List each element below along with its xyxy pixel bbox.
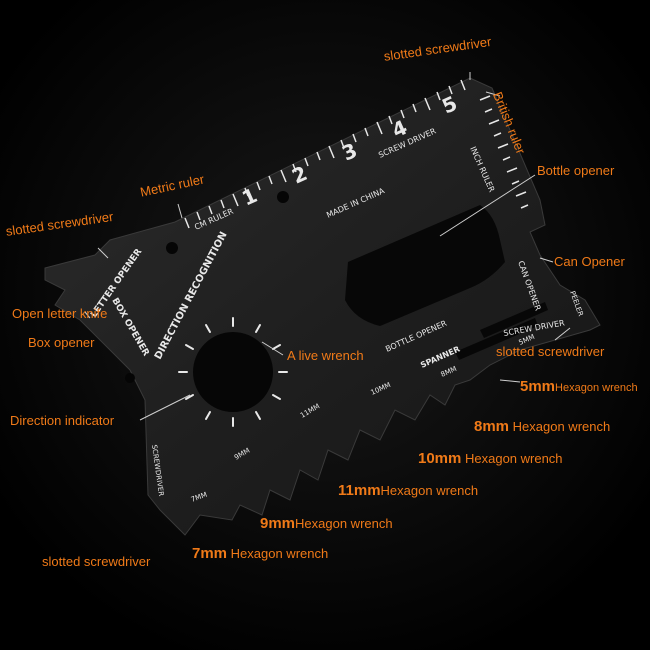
card-body (44, 77, 601, 536)
hex-10mm-label: Hexagon wrench (464, 451, 563, 466)
callout-hexagon-wrench-10mm: 10mm Hexagon wrench (418, 451, 563, 466)
inch-ruler-ticks (479, 95, 529, 209)
hole-left (166, 242, 178, 254)
hex-8mm-size: 8mm (474, 418, 510, 435)
spanner-slot-2 (455, 318, 538, 360)
hex-7mm-label: Hexagon wrench (230, 546, 329, 561)
callout-hexagon-wrench-7mm: 7mm Hexagon wrench (192, 546, 328, 561)
compass-ticks (178, 317, 288, 427)
hex-5mm-label: Hexagon wrench (555, 382, 638, 394)
callout-hexagon-wrench-5mm: 5mmHexagon wrench (520, 379, 638, 394)
hex-10mm-size: 10mm (418, 450, 462, 467)
leader-lines (84, 72, 571, 421)
hole-middle (277, 191, 289, 203)
hex-7mm-size: 7mm (192, 545, 228, 562)
hex-9mm-size: 9mm (260, 515, 296, 532)
callout-box-opener: Box opener (28, 335, 95, 350)
callout-alive-wrench: A live wrench (287, 348, 364, 363)
hex-8mm-label: Hexagon wrench (512, 419, 611, 434)
metric-ruler-ticks (184, 79, 466, 229)
spanner-slot-1 (480, 302, 548, 338)
callout-hexagon-wrench-11mm: 11mmHexagon wrench (338, 483, 478, 498)
callout-can-opener: Can Opener (554, 254, 625, 269)
callout-open-letter-knife: Open letter knife (12, 306, 108, 321)
callout-slotted-screwdriver-bottom: slotted screwdriver (42, 554, 151, 569)
hex-11mm-size: 11mm (338, 482, 381, 499)
bottle-opener-slot (345, 205, 505, 326)
hole-box-opener (125, 373, 135, 383)
hex-11mm-label: Hexagon wrench (380, 483, 479, 498)
callout-slotted-screwdriver-right: slotted screwdriver (496, 344, 605, 359)
callout-hexagon-wrench-9mm: 9mmHexagon wrench (260, 516, 393, 531)
hex-9mm-label: Hexagon wrench (295, 516, 393, 531)
compass-hole (193, 332, 273, 412)
callout-bottle-opener: Bottle opener (537, 163, 615, 178)
callout-direction-indicator: Direction indicator (10, 413, 115, 428)
callout-hexagon-wrench-8mm: 8mm Hexagon wrench (474, 419, 610, 434)
hex-5mm-size: 5mm (520, 378, 556, 395)
